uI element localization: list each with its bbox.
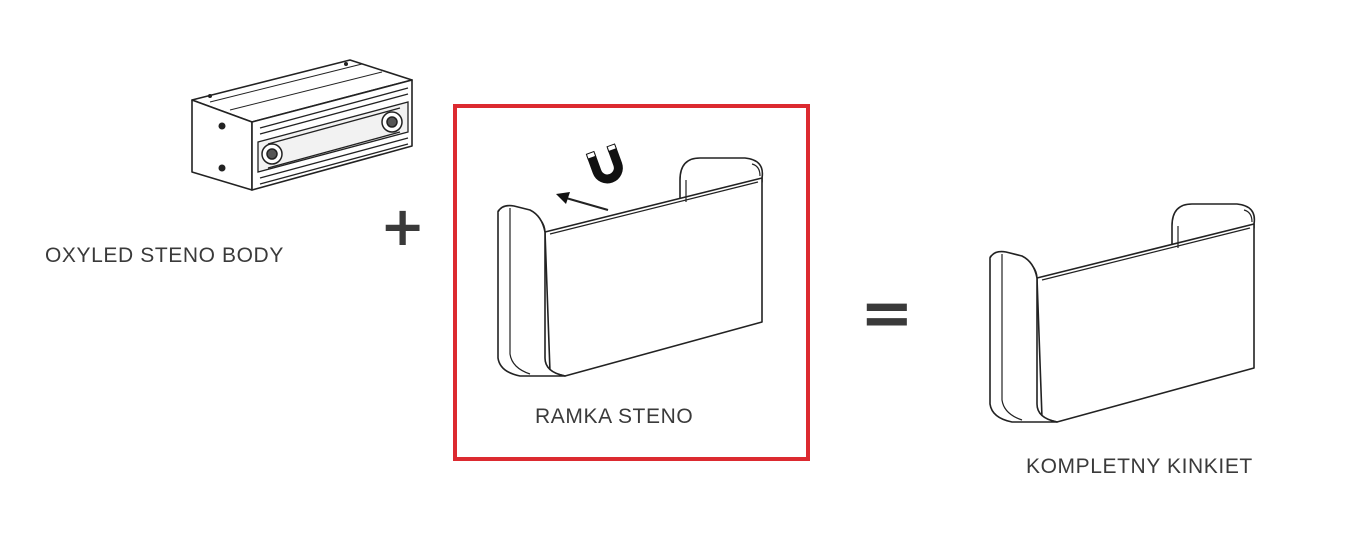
arrow-left-icon: [556, 192, 609, 211]
equals-operator: =: [860, 277, 914, 351]
complete-lamp-drawing: [989, 203, 1256, 423]
frame-drawing: [497, 157, 764, 377]
frame-highlight-box: [453, 104, 810, 461]
plus-operator: +: [380, 195, 426, 258]
magnet-icon: [585, 143, 623, 184]
complete-label: KOMPLETNY KINKIET: [1026, 455, 1253, 478]
frame-label: RAMKA STENO: [535, 405, 694, 428]
body-label: OXYLED STENO BODY: [45, 244, 284, 267]
led-body-drawing: [191, 59, 413, 191]
